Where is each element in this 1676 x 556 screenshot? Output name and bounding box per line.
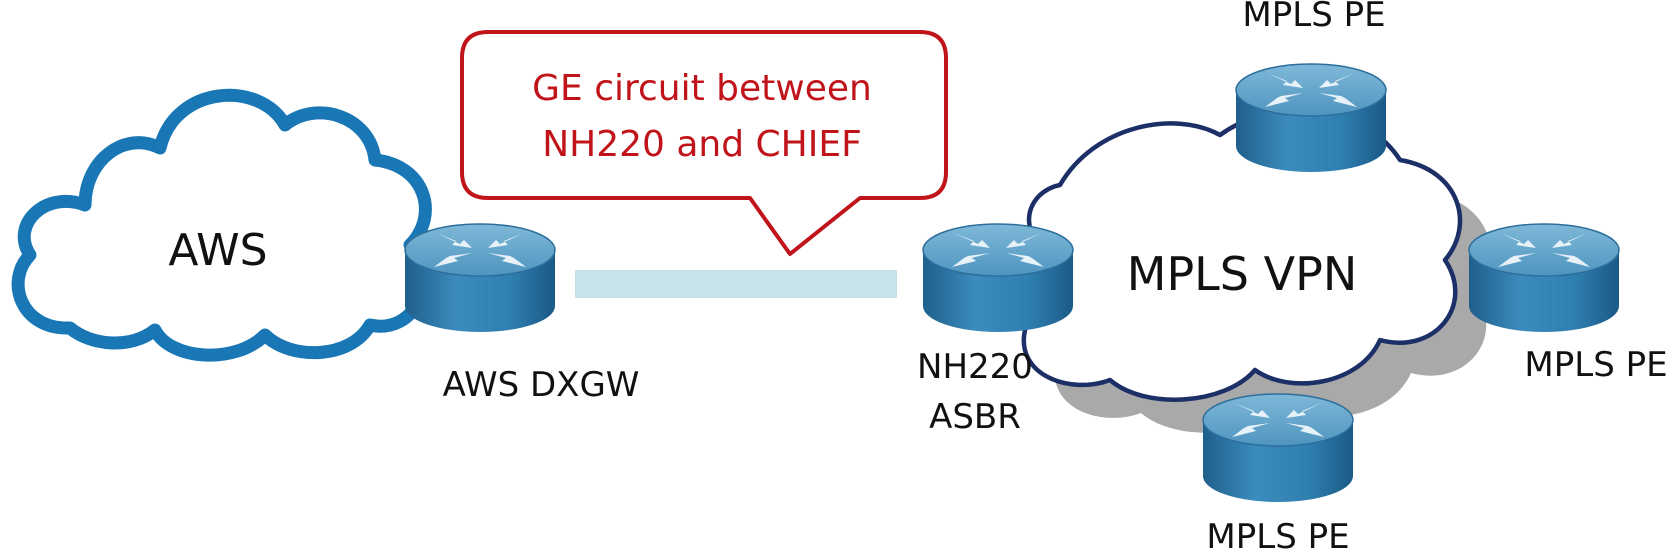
mpls-cloud-icon [997, 108, 1491, 433]
nh220-asbr-label-line-1: NH220 [917, 347, 1033, 387]
callout-bubble [460, 30, 948, 256]
mpls-pe-bottom-label: MPLS PE [1206, 517, 1349, 556]
nh220-asbr-label-line-2: ASBR [929, 397, 1021, 437]
router-icon [1202, 393, 1354, 503]
mpls-cloud-label: MPLS VPN [1127, 247, 1358, 301]
router-icon [1468, 223, 1620, 333]
ge-circuit-link [575, 270, 897, 298]
aws-cloud-label: AWS [168, 225, 267, 276]
router-icon [1235, 63, 1387, 173]
aws-dxgw-label: AWS DXGW [443, 365, 640, 405]
mpls-pe-top-label: MPLS PE [1242, 0, 1385, 35]
mpls-pe-right-label: MPLS PE [1524, 345, 1667, 385]
aws-cloud-icon [11, 88, 432, 362]
router-icon [404, 223, 556, 333]
callout-line-1: GE circuit between [532, 68, 872, 109]
router-icon [922, 223, 1074, 333]
callout-line-2: NH220 and CHIEF [542, 124, 862, 165]
